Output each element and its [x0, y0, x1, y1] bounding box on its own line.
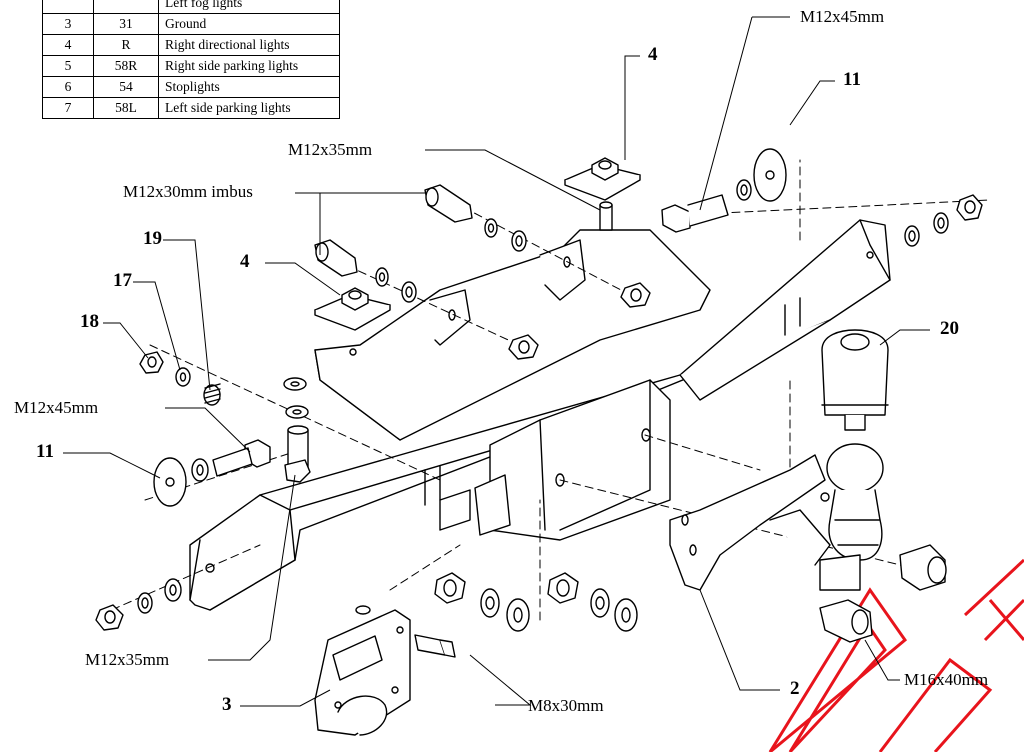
part-number-4-top: 4 — [648, 44, 658, 65]
towball — [819, 443, 884, 591]
label-m12x45-top: M12x45mm — [800, 7, 885, 26]
table-cell: 31 — [93, 13, 159, 35]
table-row: 5 58R Right side parking lights — [42, 55, 340, 77]
table-cell — [93, 0, 159, 14]
table-cell: 7 — [42, 97, 94, 119]
table-cell: 3 — [42, 13, 94, 35]
table-cell: 5 — [42, 55, 94, 77]
table-cell: 54 — [93, 76, 159, 98]
towball-cap — [821, 329, 889, 431]
part-number-19: 19 — [143, 228, 162, 249]
part-number-18: 18 — [80, 311, 99, 332]
table-cell: Right side parking lights — [158, 55, 340, 77]
table-cell: Left fog lights — [158, 0, 340, 14]
socket-plate — [314, 605, 456, 736]
label-m12x35-bottom: M12x35mm — [85, 650, 170, 669]
pin-assignment-table: Left fog lights 3 31 Ground 4 R Right di… — [42, 0, 340, 119]
bolts-m16 — [819, 544, 947, 643]
hardware-bottom-left — [95, 578, 182, 631]
part-number-17: 17 — [113, 270, 132, 291]
label-m12x45-left: M12x45mm — [14, 398, 99, 417]
hardware-left — [139, 351, 311, 483]
label-m8x30: M8x30mm — [528, 696, 604, 715]
table-cell: Ground — [158, 13, 340, 35]
bolts-upper-row — [314, 184, 651, 360]
hardware-right — [661, 148, 983, 247]
table-cell: 58L — [93, 97, 159, 119]
part-number-2: 2 — [790, 678, 800, 699]
table-cell — [42, 0, 94, 14]
label-m16x40: M16x40mm — [904, 670, 989, 689]
upper-bracket — [314, 229, 711, 441]
table-cell: R — [93, 34, 159, 56]
table-cell: Stoplights — [158, 76, 340, 98]
table-row: 6 54 Stoplights — [42, 76, 340, 98]
part-number-20: 20 — [940, 318, 959, 339]
table-row: Left fog lights — [42, 0, 340, 14]
table-row: 3 31 Ground — [42, 13, 340, 35]
hardware-bottom-center — [434, 572, 638, 632]
part-number-3: 3 — [222, 694, 232, 715]
table-row: 7 58L Left side parking lights — [42, 97, 340, 119]
table-cell: 4 — [42, 34, 94, 56]
table-cell: Left side parking lights — [158, 97, 340, 119]
part-number-11-left: 11 — [36, 441, 54, 462]
table-cell: 6 — [42, 76, 94, 98]
square-plate-left — [314, 287, 391, 331]
label-m12x35-top: M12x35mm — [288, 140, 373, 159]
table-row: 4 R Right directional lights — [42, 34, 340, 56]
table-cell: Right directional lights — [158, 34, 340, 56]
label-m12x30-imbus: M12x30mm imbus — [123, 182, 253, 201]
hardware-left-lower — [153, 439, 271, 507]
part-number-4-left: 4 — [240, 251, 250, 272]
square-plate-top — [564, 157, 641, 231]
towball-bracket — [669, 454, 831, 591]
part-number-11-right: 11 — [843, 69, 861, 90]
crossbeam — [189, 219, 891, 611]
table-cell: 58R — [93, 55, 159, 77]
center-bracket — [439, 379, 671, 541]
